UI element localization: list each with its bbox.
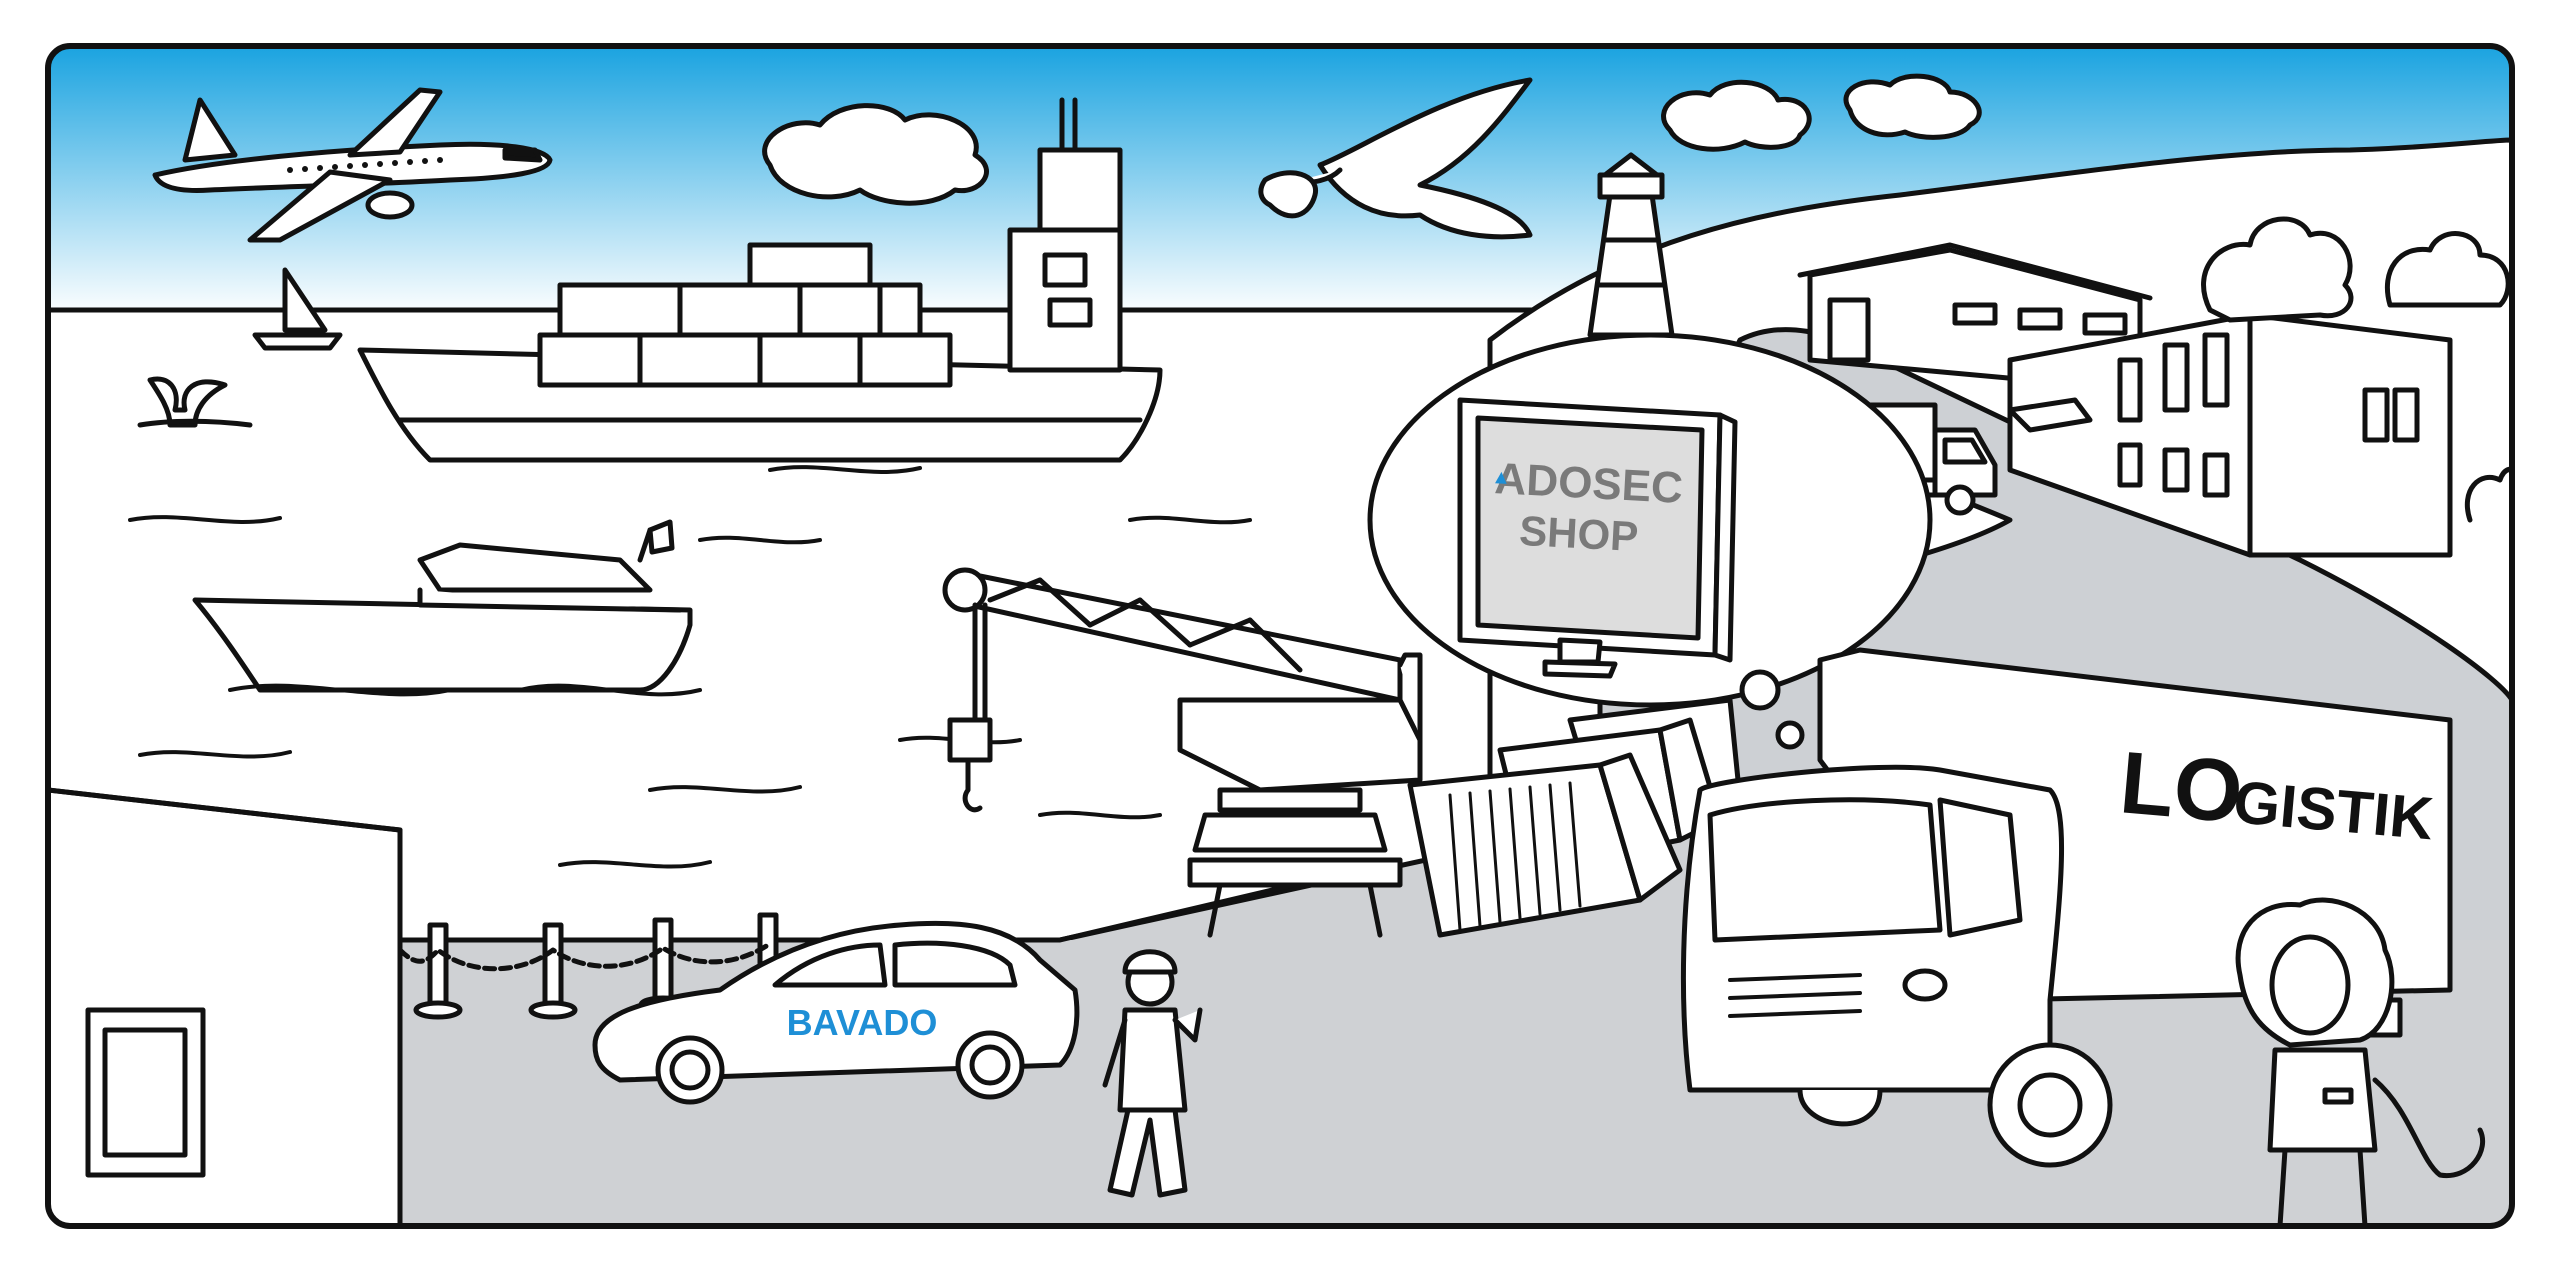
illustration-frame bbox=[45, 43, 2515, 1229]
seagull-icon bbox=[1258, 77, 1533, 240]
worker-icon bbox=[1102, 949, 1203, 1198]
whale-tail-icon bbox=[137, 376, 253, 428]
cloud-icon bbox=[1843, 73, 1982, 140]
crane-icon bbox=[942, 567, 1423, 938]
airplane-icon bbox=[152, 87, 553, 243]
truck-label-big: LO bbox=[2116, 732, 2246, 841]
yacht-icon bbox=[192, 519, 693, 693]
lighthouse-icon bbox=[1587, 152, 1675, 338]
cloud-icon bbox=[1661, 79, 1812, 152]
office-building-icon bbox=[2007, 312, 2453, 558]
monitor-icon bbox=[1457, 397, 1738, 679]
lion-mascot-icon bbox=[2235, 897, 2486, 1226]
monitor-brand-accent: ▲ bbox=[1491, 466, 1512, 489]
monitor-brand: ADOSEC bbox=[1493, 454, 1684, 513]
sailboat-icon bbox=[252, 267, 343, 351]
guard-building bbox=[48, 787, 403, 1226]
container-ship-icon bbox=[357, 97, 1163, 463]
monitor-subtitle: SHOP bbox=[1518, 507, 1639, 560]
cloud-icon bbox=[762, 103, 989, 206]
car-label: BAVADO bbox=[787, 1002, 938, 1043]
car-icon bbox=[592, 920, 1080, 1105]
